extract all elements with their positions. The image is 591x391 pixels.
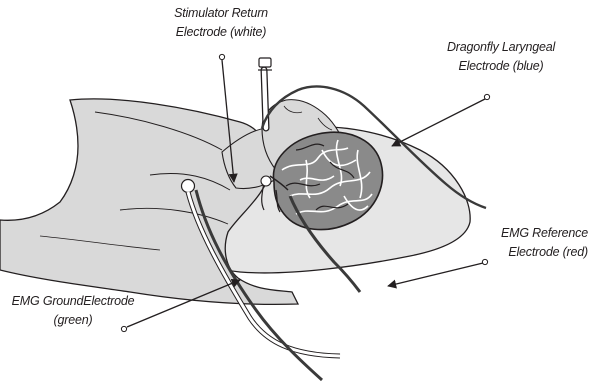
stimulator-return-label-line2: Electrode (white)	[136, 23, 306, 42]
emg-ground-label-line2: (green)	[2, 311, 144, 330]
callout-reference	[388, 259, 488, 286]
emg-reference-label-line2: Electrode (red)	[478, 243, 588, 262]
dragonfly-label-line2: Electrode (blue)	[420, 57, 582, 76]
stimulator-return-label-line1: Stimulator Return	[136, 4, 306, 23]
emg-reference-label-line1: EMG Reference	[478, 224, 588, 243]
patient-body	[0, 99, 298, 304]
stimulator-return-label: Stimulator Return Electrode (white)	[136, 4, 306, 42]
emg-ground-label-line1: EMG GroundElectrode	[2, 292, 144, 311]
emg-ground-label: EMG GroundElectrode (green)	[2, 292, 144, 330]
dragonfly-label-line1: Dragonfly Laryngeal	[420, 38, 582, 57]
callout-dragonfly	[392, 94, 490, 146]
dragonfly-label: Dragonfly Laryngeal Electrode (blue)	[420, 38, 582, 76]
emg-reference-label: EMG Reference Electrode (red)	[478, 224, 588, 262]
